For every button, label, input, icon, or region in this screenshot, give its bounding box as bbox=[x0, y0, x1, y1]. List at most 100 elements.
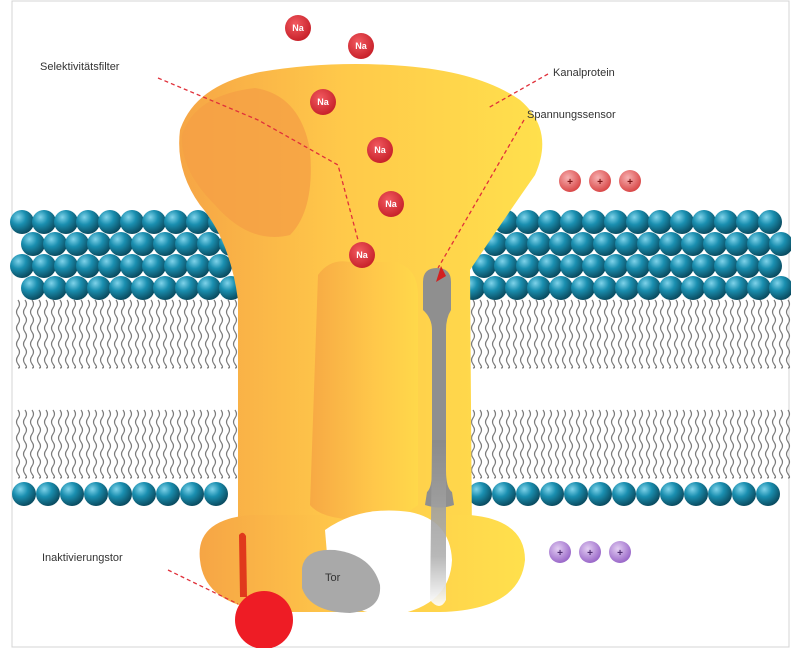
svg-text:+: + bbox=[567, 177, 573, 188]
lipid-head bbox=[21, 232, 45, 256]
lipid-head bbox=[65, 232, 89, 256]
lipid-head bbox=[175, 276, 199, 300]
lipid-head bbox=[604, 254, 628, 278]
lipid-head bbox=[747, 232, 771, 256]
sodium-ion: Na bbox=[378, 191, 404, 217]
lipid-head bbox=[612, 482, 636, 506]
lipid-head bbox=[505, 232, 529, 256]
inactivation-gate-ball bbox=[235, 591, 293, 648]
positive-charge: + bbox=[589, 170, 611, 192]
lipid-head bbox=[516, 210, 540, 234]
lipid-head bbox=[483, 276, 507, 300]
lipid-head bbox=[758, 210, 782, 234]
lipid-head bbox=[32, 210, 56, 234]
svg-text:+: + bbox=[597, 177, 603, 188]
lipid-head bbox=[108, 482, 132, 506]
lipid-head bbox=[636, 482, 660, 506]
lipid-head bbox=[197, 276, 221, 300]
positive-charge: + bbox=[579, 541, 601, 563]
lipid-head bbox=[516, 254, 540, 278]
lipid-head bbox=[153, 232, 177, 256]
svg-text:Na: Na bbox=[292, 23, 304, 33]
lipid-head bbox=[681, 276, 705, 300]
lipid-head bbox=[43, 276, 67, 300]
lipid-head bbox=[582, 254, 606, 278]
lipid-head bbox=[87, 276, 111, 300]
lipid-head bbox=[84, 482, 108, 506]
lipid-head bbox=[659, 276, 683, 300]
lipid-head bbox=[164, 210, 188, 234]
lipid-head bbox=[615, 232, 639, 256]
selectivity-filter-label: Selektivitätsfilter bbox=[40, 61, 120, 73]
lipid-head bbox=[494, 254, 518, 278]
lipid-head bbox=[180, 482, 204, 506]
svg-text:+: + bbox=[557, 548, 563, 559]
lipid-head bbox=[10, 254, 34, 278]
sodium-ion: Na bbox=[285, 15, 311, 41]
positive-charges-inside: + + + bbox=[549, 541, 631, 563]
lipid-head bbox=[76, 254, 100, 278]
lipid-head bbox=[156, 482, 180, 506]
voltage-sensor-tail bbox=[430, 440, 446, 606]
lipid-head bbox=[98, 254, 122, 278]
lipid-head bbox=[758, 254, 782, 278]
lipid-head bbox=[588, 482, 612, 506]
lipid-head bbox=[692, 210, 716, 234]
lipid-head bbox=[626, 254, 650, 278]
lipid-head bbox=[492, 482, 516, 506]
lipid-head bbox=[714, 210, 738, 234]
lipid-head bbox=[593, 232, 617, 256]
lipid-head bbox=[571, 276, 595, 300]
lipid-head bbox=[708, 482, 732, 506]
lipid-head bbox=[560, 254, 584, 278]
lipid-head bbox=[142, 254, 166, 278]
lipid-head bbox=[208, 254, 232, 278]
lipid-head bbox=[747, 276, 771, 300]
lipid-head bbox=[538, 210, 562, 234]
lipid-head bbox=[736, 210, 760, 234]
lipid-head bbox=[637, 232, 661, 256]
positive-charge: + bbox=[609, 541, 631, 563]
channel-protein-label: Kanalprotein bbox=[553, 67, 615, 79]
lipid-head bbox=[60, 482, 84, 506]
lipid-head bbox=[582, 210, 606, 234]
lipid-head bbox=[175, 232, 199, 256]
lipid-head bbox=[109, 232, 133, 256]
lipid-head bbox=[204, 482, 228, 506]
lipid-head bbox=[109, 276, 133, 300]
gate-label: Tor bbox=[325, 572, 341, 584]
lipid-head bbox=[593, 276, 617, 300]
svg-text:Na: Na bbox=[385, 199, 397, 209]
lipid-head bbox=[670, 210, 694, 234]
lipid-head bbox=[98, 210, 122, 234]
lipid-head bbox=[637, 276, 661, 300]
lipid-head bbox=[120, 210, 144, 234]
lipid-head bbox=[725, 276, 749, 300]
svg-text:+: + bbox=[627, 177, 633, 188]
lipid-head bbox=[714, 254, 738, 278]
sodium-ion: Na bbox=[349, 242, 375, 268]
voltage-sensor-label: Spannungssensor bbox=[527, 109, 616, 121]
lipid-head bbox=[660, 482, 684, 506]
sodium-ion: Na bbox=[348, 33, 374, 59]
svg-text:+: + bbox=[587, 548, 593, 559]
lipid-head bbox=[505, 276, 529, 300]
positive-charge: + bbox=[549, 541, 571, 563]
inactivation-gate-chain bbox=[239, 533, 247, 597]
lipid-head bbox=[36, 482, 60, 506]
lipid-head bbox=[732, 482, 756, 506]
positive-charge: + bbox=[619, 170, 641, 192]
lipid-head bbox=[120, 254, 144, 278]
lipid-head bbox=[197, 232, 221, 256]
lipid-head bbox=[725, 232, 749, 256]
lipid-head bbox=[549, 232, 573, 256]
lipid-head bbox=[153, 276, 177, 300]
lipid-head bbox=[527, 276, 551, 300]
lipid-head bbox=[692, 254, 716, 278]
positive-charges-outside: + + + bbox=[559, 170, 641, 192]
lipid-head bbox=[142, 210, 166, 234]
sodium-ion: Na bbox=[367, 137, 393, 163]
lipid-head bbox=[527, 232, 551, 256]
positive-charge: + bbox=[559, 170, 581, 192]
